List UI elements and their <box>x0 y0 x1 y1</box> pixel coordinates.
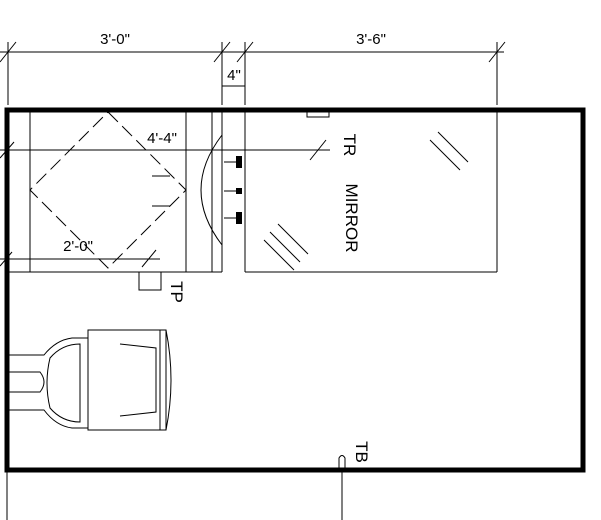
towel-ring-label: TR <box>340 134 359 157</box>
mirror <box>244 110 498 273</box>
mirror-label: MIRROR <box>342 184 361 253</box>
towel-ring-icon <box>306 110 330 118</box>
dim-vanity-depth: 2'-0" <box>63 238 93 255</box>
towel-bar-label: TB <box>352 441 371 463</box>
toilet-paper-label: TP <box>167 281 186 303</box>
toilet-paper-icon <box>138 271 162 291</box>
dim-top-left: 3'-0" <box>100 31 130 48</box>
towel-bar-icon <box>338 455 346 520</box>
room-walls <box>4 107 586 473</box>
dim-vanity-width-line <box>0 139 330 161</box>
top-dimension-string <box>0 41 506 105</box>
vanity-counter <box>7 112 223 273</box>
dim-vanity-width: 4'-4" <box>147 130 177 147</box>
dim-top-right: 3'-6" <box>356 31 386 48</box>
dim-top-gap: 4" <box>227 67 241 84</box>
sink-basin <box>200 134 223 246</box>
toilet-icon <box>9 329 172 431</box>
dim-vanity-depth-line <box>0 249 160 268</box>
faucet-icon <box>224 156 242 224</box>
vanity-diamond <box>29 111 187 269</box>
